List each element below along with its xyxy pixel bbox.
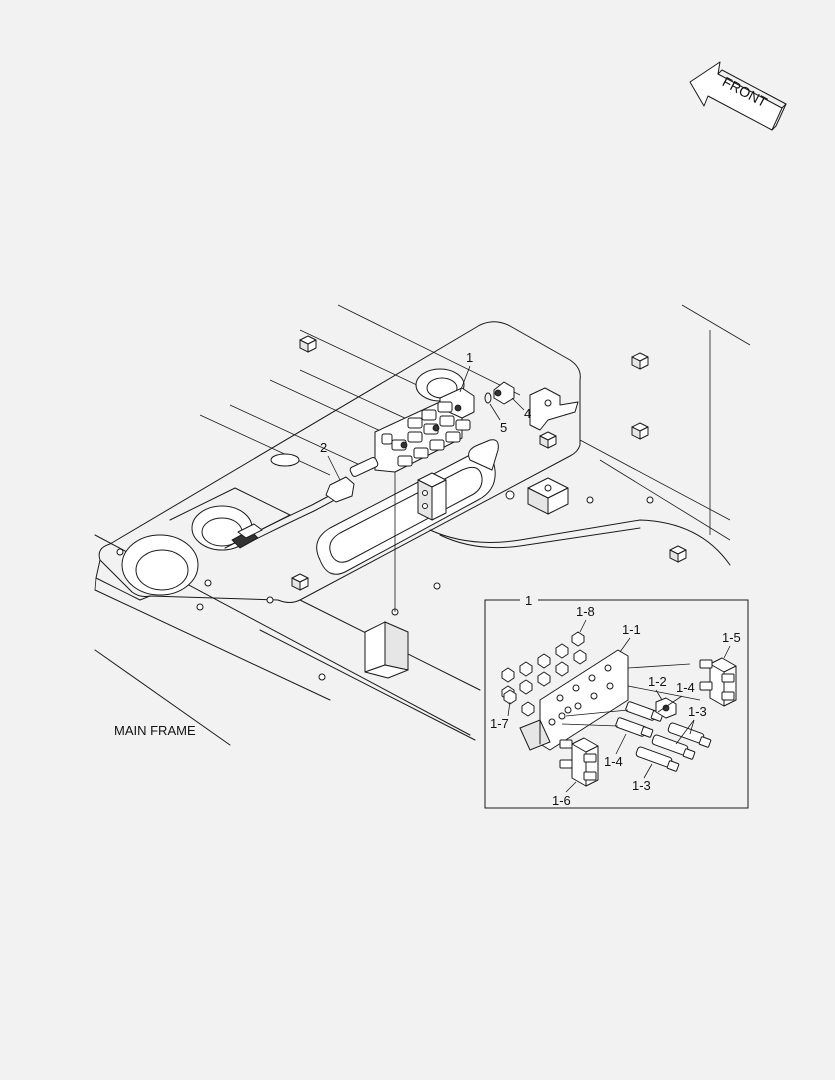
callout-1-3-upper: 1-3	[688, 704, 707, 719]
detail-block-1-6	[559, 737, 599, 787]
callout-1-4-upper: 1-4	[676, 680, 695, 695]
fitting-1-3-upper	[667, 722, 712, 748]
fitting-1-4-lower	[615, 717, 654, 738]
callout-1-5: 1-5	[722, 630, 741, 645]
detail-block-1-5	[699, 657, 737, 707]
fitting-1-3-middle	[651, 734, 696, 760]
callout-1-8: 1-8	[576, 604, 595, 619]
callout-1-4-lower: 1-4	[604, 754, 623, 769]
callout-5: 5	[500, 420, 507, 435]
callout-2: 2	[320, 440, 327, 455]
main-frame	[94, 304, 751, 746]
fitting-1-4-upper	[625, 701, 664, 722]
main-callouts: 1 2 4 5	[320, 350, 531, 481]
frame-block-large	[527, 477, 569, 515]
detail-nuts	[501, 631, 587, 717]
callout-1-7: 1-7	[490, 716, 509, 731]
sensor-harness-part-2	[231, 457, 379, 549]
detail-inset: 1	[484, 592, 749, 809]
callout-1: 1	[466, 350, 473, 365]
callout-1-2: 1-2	[648, 674, 667, 689]
detail-callouts: 1-8 1-1 1-5 1-2 1-4 1-3 1-7 1-4 1-3 1-6	[490, 604, 741, 808]
frame-block-6	[669, 545, 687, 563]
main-frame-label: MAIN FRAME	[114, 723, 196, 738]
frame-block-4	[539, 431, 557, 449]
callout-1-1: 1-1	[622, 622, 641, 637]
fitting-1-3-lower	[635, 746, 680, 772]
front-arrow-icon: FRONT	[689, 61, 787, 131]
frame-block-2	[631, 352, 649, 370]
frame-block-1	[299, 335, 317, 353]
frame-block-3	[631, 422, 649, 440]
callout-1-6: 1-6	[552, 793, 571, 808]
manifold-assembly	[374, 387, 475, 473]
detail-title: 1	[525, 593, 532, 608]
fitting-part-4	[493, 381, 515, 405]
callout-1-3-lower: 1-3	[632, 778, 651, 793]
frame-block-side	[417, 472, 447, 521]
callout-4: 4	[524, 406, 531, 421]
fittings-cluster	[381, 401, 471, 467]
angle-bracket	[364, 621, 409, 679]
detail-plate	[519, 649, 629, 751]
frame-block-5	[291, 573, 309, 591]
o-ring-part-5	[484, 392, 492, 404]
